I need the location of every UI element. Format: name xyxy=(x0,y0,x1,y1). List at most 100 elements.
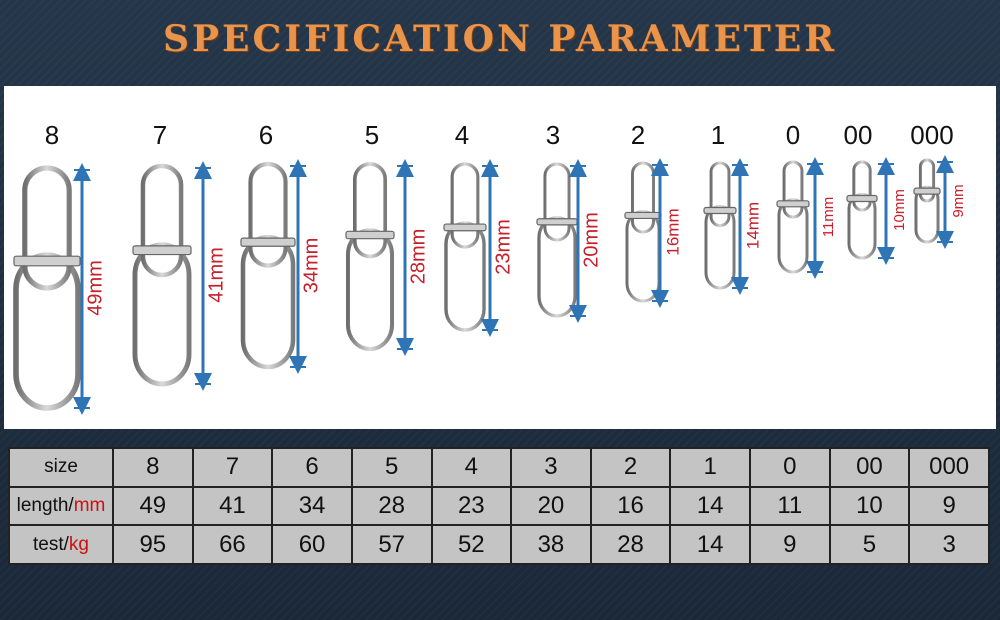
illustration-panel xyxy=(4,86,996,429)
snap-upper-loop-5 xyxy=(353,162,387,259)
snap-body-7 xyxy=(132,242,192,387)
snap-0: 11mm xyxy=(776,157,837,279)
snap-upper-loop-00 xyxy=(852,160,872,212)
size-label-7: 7 xyxy=(152,120,168,150)
table-cell: 38 xyxy=(510,524,592,565)
table-cell: 5 xyxy=(350,447,433,488)
snap-2: 16mm xyxy=(624,158,682,308)
dimension-label-4: 23mm xyxy=(492,219,514,275)
snap-upper-loop-3 xyxy=(543,162,571,242)
table-cell: 41 xyxy=(191,485,274,527)
dimension-label-1: 14mm xyxy=(743,202,762,249)
dimension-label-8: 49mm xyxy=(84,260,106,316)
dimension-label-000: 9mm xyxy=(950,184,967,217)
table-cell: 2 xyxy=(589,447,672,488)
snap-1: 14mm xyxy=(703,158,762,295)
table-cell: 28 xyxy=(350,485,433,527)
snap-sleeve-2 xyxy=(624,211,662,220)
page-title: SPECIFICATION PARAMETER xyxy=(162,18,838,60)
row-header-unit: mm xyxy=(73,494,106,516)
dimension-label-7: 41mm xyxy=(205,247,227,303)
size-label-00: 00 xyxy=(843,120,873,150)
snap-upper-loop-4 xyxy=(450,162,480,249)
size-label-5: 5 xyxy=(364,120,380,150)
size-label-2: 2 xyxy=(630,120,646,150)
snap-upper-loop-2 xyxy=(631,161,655,234)
snap-upper-loop-0 xyxy=(782,160,804,219)
table-cell: 20 xyxy=(510,485,592,527)
dimension-label-00: 10mm xyxy=(891,189,908,231)
table-cell: 3 xyxy=(908,524,990,565)
table-cell: 9 xyxy=(908,485,990,527)
table-cell: 4 xyxy=(430,447,513,488)
snap-sleeve-3 xyxy=(536,218,578,226)
size-label-0: 0 xyxy=(785,120,801,150)
snap-upper-loop-7 xyxy=(140,163,184,278)
snap-upper-loop-6 xyxy=(248,161,288,268)
table-cell: 34 xyxy=(271,485,353,527)
snap-4: 23mm xyxy=(443,159,514,337)
table-cell: 60 xyxy=(271,524,353,565)
snap-00: 10mm xyxy=(846,157,908,265)
table-cell: 57 xyxy=(350,524,433,565)
table-cell: 16 xyxy=(589,485,672,527)
row-header-label: size xyxy=(44,456,78,478)
table-cell: 7 xyxy=(191,447,274,488)
snap-upper-loop-8 xyxy=(22,165,72,291)
row-header-label: test/ xyxy=(33,533,69,555)
size-label-1: 1 xyxy=(710,120,726,150)
snap-7: 41mm xyxy=(132,161,227,391)
dimension-label-3: 20mm xyxy=(580,212,602,268)
table-cell: 52 xyxy=(430,524,513,565)
snap-sleeve-7 xyxy=(132,245,192,256)
size-label-8: 8 xyxy=(44,120,60,150)
table-cell: 23 xyxy=(430,485,513,527)
row-header: length/mm xyxy=(8,485,114,527)
table-cell: 00 xyxy=(828,447,911,488)
table-cell: 000 xyxy=(908,447,990,488)
snap-sleeve-0 xyxy=(776,200,810,208)
table-cell: 1 xyxy=(669,447,751,488)
snap-6: 34mm xyxy=(240,159,322,374)
snap-upper-loop-000 xyxy=(918,158,936,203)
table-cell: 49 xyxy=(112,485,194,527)
table-cell: 11 xyxy=(749,485,831,527)
snap-8: 49mm xyxy=(13,163,106,415)
snap-upper-loop-1 xyxy=(709,161,731,227)
snap-sleeve-8 xyxy=(13,255,81,267)
row-header: test/kg xyxy=(8,524,114,565)
table-cell: 3 xyxy=(510,447,592,488)
snap-sleeve-6 xyxy=(240,237,296,247)
table-cell: 66 xyxy=(191,524,274,565)
size-label-000: 000 xyxy=(910,120,954,150)
size-label-4: 4 xyxy=(454,120,470,150)
table-cell: 14 xyxy=(669,524,751,565)
table-cell: 28 xyxy=(589,524,672,565)
snap-3: 20mm xyxy=(536,159,602,323)
table-cell: 14 xyxy=(669,485,751,527)
row-header-label: length/ xyxy=(16,494,74,516)
table-cell: 95 xyxy=(112,524,194,565)
dimension-label-5: 28mm xyxy=(407,229,429,285)
snap-body-8 xyxy=(13,252,81,411)
row-header-unit: kg xyxy=(68,533,89,555)
dimension-label-0: 11mm xyxy=(820,197,837,238)
table-cell: 0 xyxy=(749,447,831,488)
snap-sleeve-4 xyxy=(443,223,487,232)
table-cell: 8 xyxy=(112,447,194,488)
table-cell: 5 xyxy=(828,524,911,565)
snap-000: 9mm xyxy=(913,155,967,249)
table-cell: 9 xyxy=(749,524,831,565)
snap-sleeve-1 xyxy=(703,206,737,215)
table-cell: 6 xyxy=(271,447,353,488)
table-cell: 10 xyxy=(828,485,911,527)
snap-body-5 xyxy=(346,228,394,351)
dimension-label-2: 16mm xyxy=(663,208,682,255)
row-header: size xyxy=(8,447,114,488)
snap-sleeve-00 xyxy=(846,194,878,203)
snap-sleeve-5 xyxy=(345,230,395,240)
snap-5: 28mm xyxy=(345,159,429,356)
